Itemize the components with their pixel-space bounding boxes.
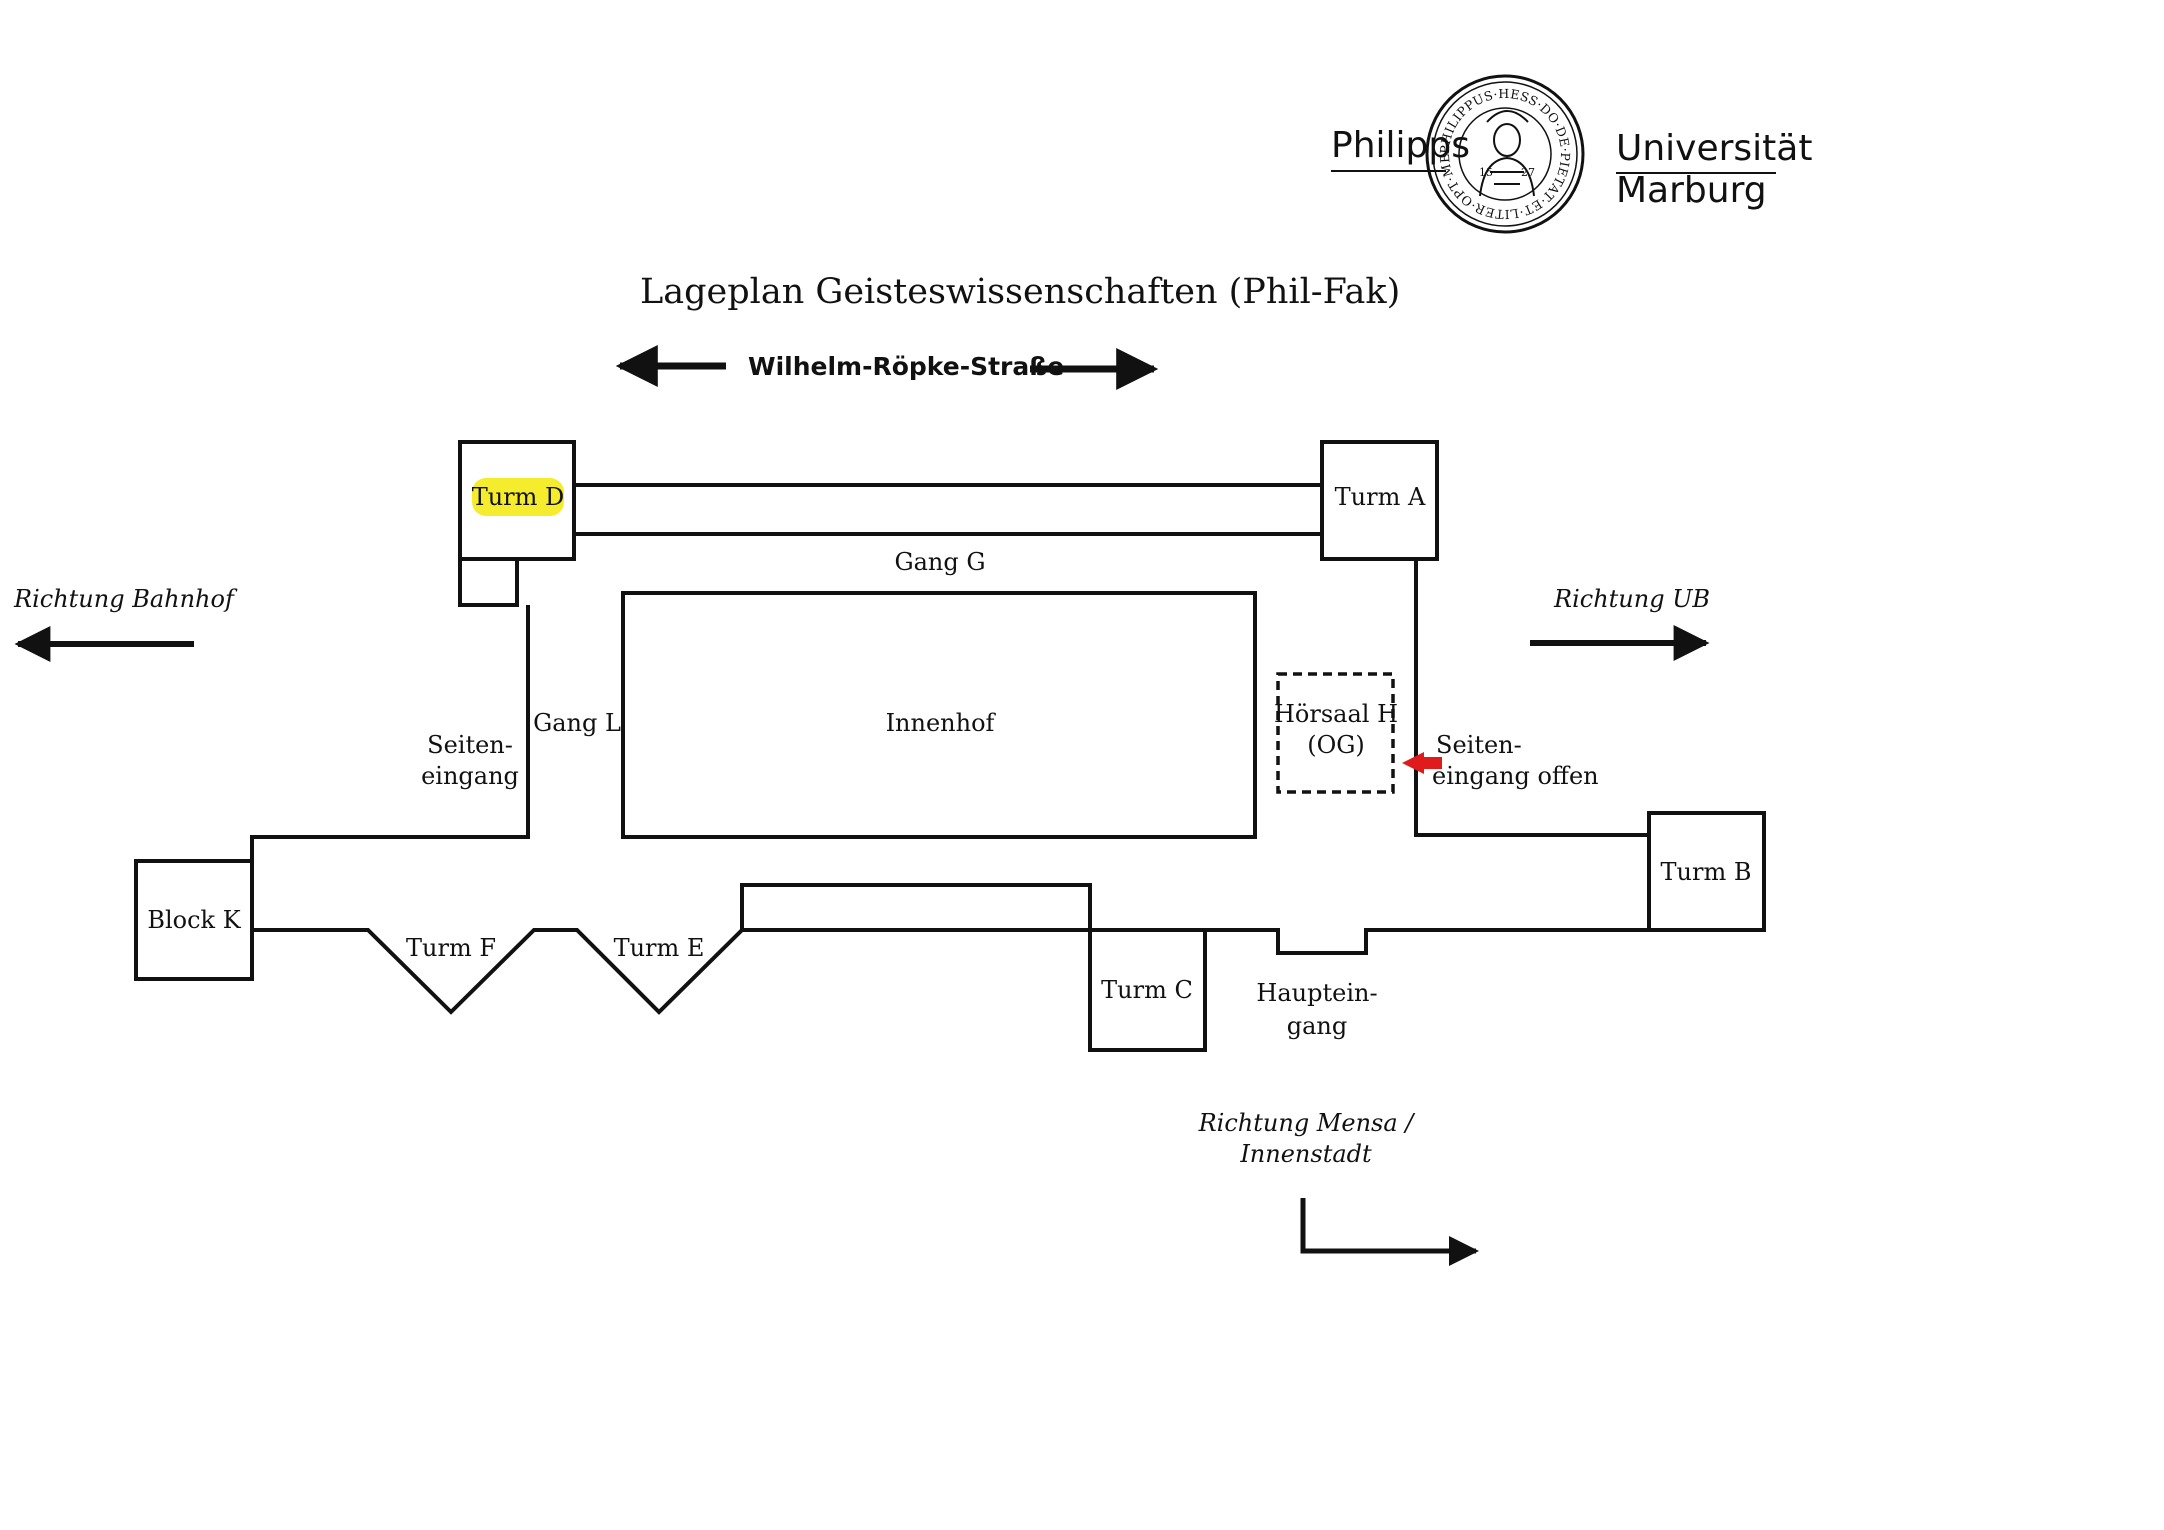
label-gang-l: Gang L <box>533 709 621 737</box>
label-block-k: Block K <box>147 906 241 934</box>
hoersaal-h-box <box>1276 672 1395 794</box>
seal-portrait <box>1479 110 1535 197</box>
block-k-box <box>134 859 254 981</box>
label-turm-f: Turm F <box>406 934 496 962</box>
seal-ring-text: PHILIPPUS·HESS·DO·DE·PIETAT·ET·LITER·OPT… <box>0 0 1573 222</box>
building-outline <box>134 440 1766 1052</box>
label-side-entrance-right-1: Seiten- <box>1436 731 1522 759</box>
outer-wall-right <box>1414 559 1649 837</box>
direction-mensa-arrow <box>1300 1198 1479 1266</box>
page-title: Lageplan Geisteswissenschaften (Phil-Fak… <box>640 272 1400 312</box>
university-logo: Philipps PHILIPPUS·HESS·DO·DE·PIETAT·ET·… <box>0 0 1812 234</box>
street-name: Wilhelm-Röpke-Straße <box>748 352 1064 381</box>
label-hoersaal-1: Hörsaal H <box>1274 700 1398 728</box>
label-innenhof: Innenhof <box>886 709 997 737</box>
label-hoersaal-2: (OG) <box>1307 731 1365 759</box>
direction-mensa-label-2: Innenstadt <box>1239 1140 1372 1168</box>
logo-right-word-2: Marburg <box>1616 170 1767 211</box>
label-turm-a: Turm A <box>1335 483 1426 511</box>
open-side-entrance-arrow <box>1402 752 1442 774</box>
gang-g-corridor <box>572 483 1324 536</box>
label-turm-e: Turm E <box>614 934 705 962</box>
outer-wall-left <box>250 605 1092 1015</box>
outer-wall-bottom-right <box>1205 928 1649 955</box>
label-main-entrance-2: gang <box>1287 1012 1348 1040</box>
turm-a-box <box>1320 440 1439 561</box>
directions: Richtung Bahnhof Richtung UB Richtung Me… <box>13 585 1710 1266</box>
turm-b-box <box>1647 811 1766 932</box>
label-gang-g: Gang G <box>894 548 985 576</box>
building-labels: Turm D Turm A Gang G Gang L Innenhof Hör… <box>147 483 1751 1040</box>
innenhof-box <box>621 591 1257 839</box>
direction-ub-label: Richtung UB <box>1553 585 1710 613</box>
turm-d-stair <box>458 557 519 607</box>
direction-mensa-label-1: Richtung Mensa / <box>1198 1109 1417 1137</box>
turm-d-highlight <box>472 478 564 516</box>
label-side-entrance-left-2: eingang <box>421 762 519 790</box>
logo-left-word: Philipps <box>1331 125 1470 166</box>
turm-c-box <box>1088 928 1207 1052</box>
logo-right-word-1: Universität <box>1616 128 1812 169</box>
seal-year-left: 15 <box>1479 166 1493 179</box>
seal-year-right: 27 <box>1521 166 1535 179</box>
label-turm-b: Turm B <box>1661 858 1752 886</box>
street: Wilhelm-Röpke-Straße <box>615 345 1159 390</box>
label-side-entrance-left-1: Seiten- <box>427 731 513 759</box>
direction-bahnhof-label: Richtung Bahnhof <box>13 585 238 613</box>
university-seal: PHILIPPUS·HESS·DO·DE·PIETAT·ET·LITER·OPT… <box>0 0 1585 234</box>
label-turm-c: Turm C <box>1101 976 1193 1004</box>
label-turm-d: Turm D <box>472 483 565 511</box>
label-side-entrance-right-2: eingang offen <box>1432 762 1599 790</box>
label-main-entrance-1: Hauptein- <box>1256 979 1377 1007</box>
